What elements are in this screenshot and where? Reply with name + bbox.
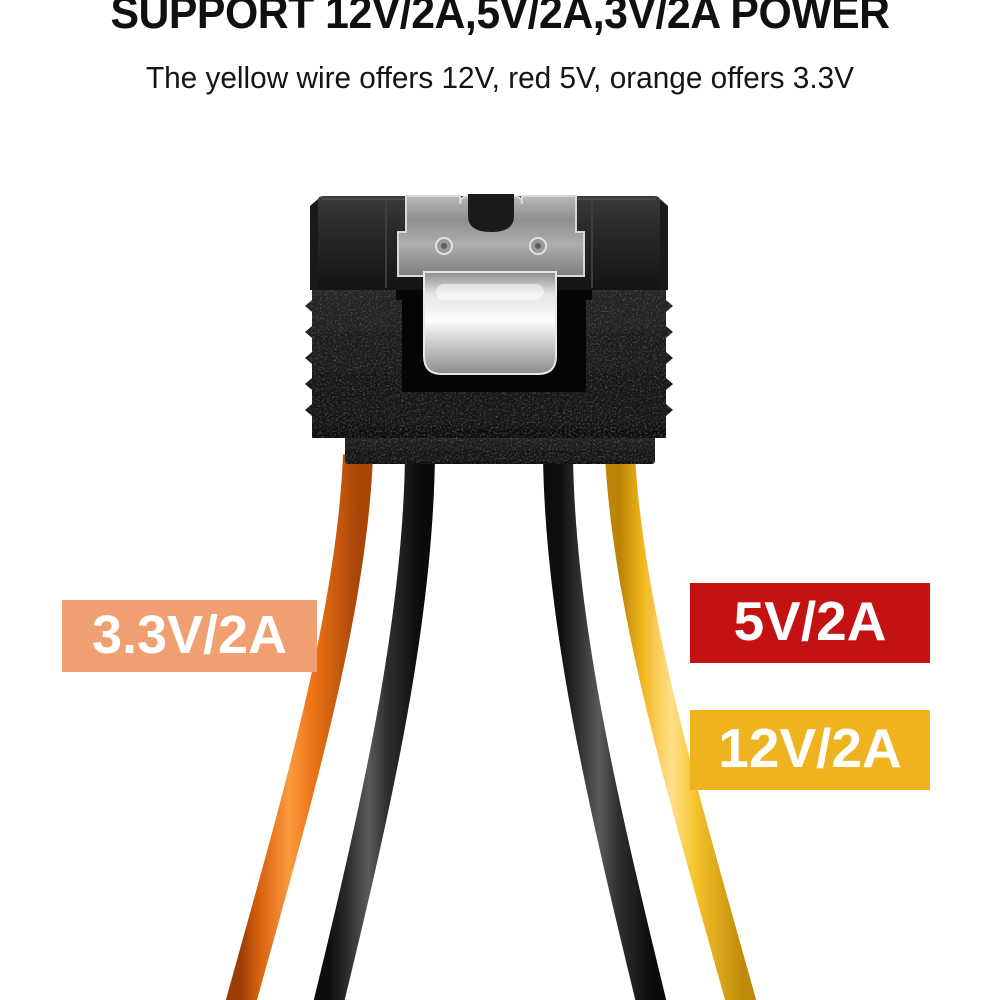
- black-wire-right: [543, 454, 667, 1000]
- wire-bundle: [225, 454, 757, 1000]
- badge-5v-2a-label: 5V/2A: [733, 590, 887, 652]
- badge-3.3v-2a-label: 3.3V/2A: [91, 604, 288, 665]
- connector-front-flange: [305, 286, 673, 438]
- orange-wire: [225, 454, 373, 1000]
- badge-5v-2a: 5V/2A: [690, 583, 930, 663]
- upper-shell-left-bevel: [310, 199, 318, 290]
- latch-spring-tab: [423, 271, 557, 375]
- latch-tab-highlight: [436, 284, 544, 300]
- badge-3.3v-2a: 3.3V/2A: [62, 600, 317, 672]
- strain-relief-collar: [345, 432, 655, 464]
- upper-shell-right-bevel: [660, 199, 668, 290]
- black-wire-left: [313, 454, 435, 1000]
- badge-12v-2a: 12V/2A: [690, 710, 930, 790]
- page-title: SUPPORT 12V/2A,5V/2A,3V/2A POWER: [110, 0, 890, 38]
- connector-upper-shell: [318, 196, 660, 290]
- latch-rivet-right: [529, 237, 547, 255]
- latch-top-slot: [468, 194, 514, 232]
- connector-keyed-cavity: [396, 288, 592, 392]
- metal-latch-assembly: [397, 194, 585, 375]
- latch-back-plate: [397, 195, 585, 277]
- latch-rivet-left: [435, 237, 453, 255]
- page-subtitle: The yellow wire offers 12V, red 5V, oran…: [145, 60, 855, 95]
- cavity-inner-shadow: [402, 296, 586, 392]
- badge-12v-2a-label: 12V/2A: [718, 717, 902, 779]
- sata-connector-body: [305, 194, 673, 464]
